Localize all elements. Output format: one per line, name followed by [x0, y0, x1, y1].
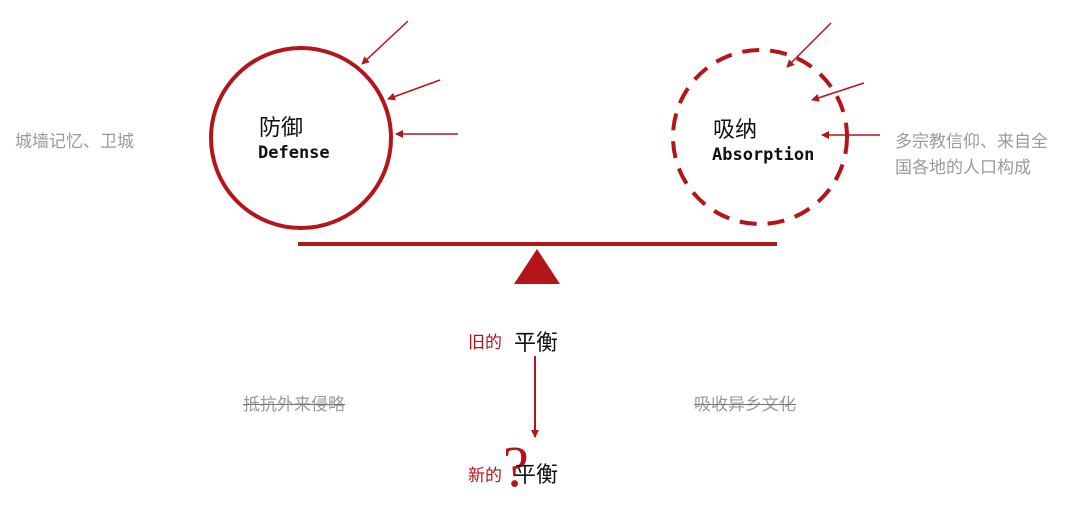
defense-circle	[209, 46, 393, 230]
fulcrum-triangle	[514, 249, 560, 284]
right-note-line1: 多宗教信仰、来自全	[895, 132, 1048, 152]
right-note-line2: 国各地的人口构成	[895, 158, 1031, 178]
absorption-description: 吸收异乡文化	[694, 395, 796, 415]
new-balance-label: 平衡	[514, 463, 559, 488]
absorption-title-en: Absorption	[712, 145, 815, 165]
absorption-circle	[671, 48, 849, 226]
incoming-arrow	[387, 79, 441, 101]
incoming-arrow	[361, 20, 409, 65]
old-balance-prefix: 旧的	[468, 333, 502, 353]
incoming-arrow	[811, 82, 865, 102]
question-mark: ?	[503, 434, 529, 499]
defense-description: 抵抗外来侵略	[243, 395, 345, 415]
old-balance-label: 平衡	[514, 331, 559, 356]
absorption-title-cn: 吸纳	[713, 118, 758, 143]
incoming-arrow	[786, 22, 832, 68]
left-note: 城墙记忆、卫城	[15, 132, 134, 152]
defense-title-en: Defense	[258, 143, 330, 163]
new-balance-prefix: 新的	[468, 466, 502, 486]
defense-title-cn: 防御	[259, 116, 304, 141]
